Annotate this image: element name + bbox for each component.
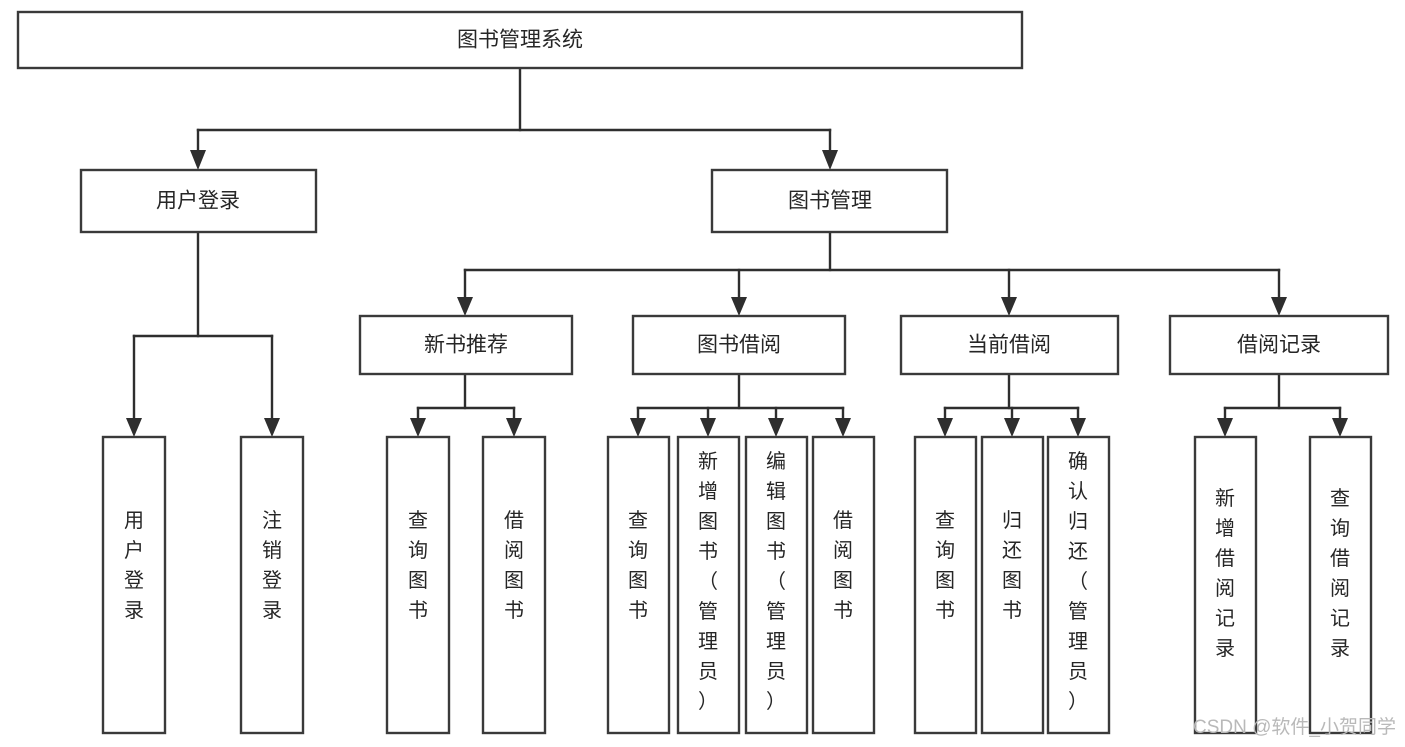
node-book-manage-label: 图书管理 (788, 190, 872, 213)
leaf-node-user-login-label: 用户登录 (124, 510, 144, 622)
leaf-node-query-book-2-box[interactable] (606, 435, 671, 735)
node-root-label: 图书管理系统 (457, 29, 583, 52)
connector-layer (126, 66, 1348, 437)
leaf-node-query-book-1-label: 查询图书 (408, 509, 428, 622)
leaf-node-add-record-label: 新增借阅记录 (1215, 487, 1235, 660)
arrow-leaf-add-book (700, 418, 716, 437)
leaf-node-user-login[interactable]: 用户登录 (101, 435, 167, 735)
leaf-node-user-logout-label: 注销登录 (262, 509, 282, 622)
leaf-node-user-login-box[interactable] (101, 435, 167, 735)
arrow-leaf-borrow-book-2 (835, 418, 851, 437)
leaf-node-borrow-book-1-box[interactable] (481, 435, 547, 735)
node-new-book-recommend-box[interactable] (358, 314, 574, 376)
node-book-manage-box[interactable] (710, 168, 949, 234)
leaf-node-borrow-book-1-label: 借阅图书 (504, 509, 524, 622)
arrow-to-book-manage (822, 150, 838, 170)
node-book-borrow-label: 图书借阅 (697, 334, 781, 357)
leaf-node-edit-book-label: 编辑图书（管理员） (766, 450, 786, 713)
node-user-login[interactable]: 用户登录 (79, 168, 318, 234)
node-user-login-box[interactable] (79, 168, 318, 234)
leaf-node-query-book-3-label: 查询图书 (935, 509, 955, 622)
node-new-book-recommend-label: 新书推荐 (424, 334, 508, 357)
node-borrow-record[interactable]: 借阅记录 (1168, 314, 1390, 376)
leaf-node-return-book[interactable]: 归还图书 (980, 435, 1045, 735)
leaf-node-borrow-book-2-label: 借阅图书 (833, 509, 853, 622)
leaf-node-return-book-box[interactable] (980, 435, 1045, 735)
arrow-borrow-record (1271, 297, 1287, 316)
node-borrow-record-box[interactable] (1168, 314, 1390, 376)
node-root-box[interactable] (16, 10, 1024, 70)
node-current-borrow-label: 当前借阅 (967, 334, 1051, 357)
node-borrow-record-label: 借阅记录 (1237, 334, 1321, 357)
leaf-node-confirm-return-label: 确认归还（管理员） (1068, 450, 1088, 713)
leaf-node-return-book-label: 归还图书 (1002, 509, 1022, 622)
leaf-node-edit-book-box[interactable] (744, 435, 809, 735)
arrow-leaf-borrow-book-1 (506, 418, 522, 437)
arrow-new-book-recommend (457, 297, 473, 316)
leaf-node-borrow-book-2-box[interactable] (811, 435, 876, 735)
arrow-leaf-query-book-2 (630, 418, 646, 437)
leaf-node-query-record-box[interactable] (1308, 435, 1373, 735)
arrow-leaf-query-record (1332, 418, 1348, 437)
leaf-node-query-book-1-box[interactable] (385, 435, 451, 735)
node-current-borrow[interactable]: 当前借阅 (899, 314, 1120, 376)
leaf-node-borrow-book-2[interactable]: 借阅图书 (811, 435, 876, 735)
leaf-node-query-record-label: 查询借阅记录 (1330, 487, 1350, 660)
node-current-borrow-box[interactable] (899, 314, 1120, 376)
leaf-node-user-logout[interactable]: 注销登录 (239, 435, 305, 735)
arrow-leaf-user-login (126, 418, 142, 437)
node-new-book-recommend[interactable]: 新书推荐 (358, 314, 574, 376)
leaf-node-query-book-2-label: 查询图书 (628, 509, 648, 622)
arrow-leaf-query-book-3 (937, 418, 953, 437)
arrow-leaf-return-book (1004, 418, 1020, 437)
leaf-node-query-record[interactable]: 查询借阅记录 (1308, 435, 1373, 735)
leaf-node-confirm-return-box[interactable] (1046, 435, 1111, 735)
arrow-leaf-query-book-1 (410, 418, 426, 437)
leaf-node-query-book-1[interactable]: 查询图书 (385, 435, 451, 735)
leaf-node-add-book-box[interactable] (676, 435, 741, 735)
leaf-node-add-record[interactable]: 新增借阅记录 (1193, 435, 1258, 735)
node-user-login-label: 用户登录 (156, 190, 240, 213)
leaf-node-user-logout-box[interactable] (239, 435, 305, 735)
arrow-leaf-confirm-return (1070, 418, 1086, 437)
leaf-node-add-book-label: 新增图书（管理员） (698, 450, 718, 713)
leaf-node-query-book-3[interactable]: 查询图书 (913, 435, 978, 735)
leaf-node-query-book-3-box[interactable] (913, 435, 978, 735)
leaf-node-borrow-book-1[interactable]: 借阅图书 (481, 435, 547, 735)
leaf-node-add-record-box[interactable] (1193, 435, 1258, 735)
node-book-borrow[interactable]: 图书借阅 (631, 314, 847, 376)
node-book-borrow-box[interactable] (631, 314, 847, 376)
leaf-node-query-book-2[interactable]: 查询图书 (606, 435, 671, 735)
arrow-current-borrow (1001, 297, 1017, 316)
arrow-leaf-user-logout (264, 418, 280, 437)
node-root[interactable]: 图书管理系统 (16, 10, 1024, 70)
arrow-to-user-login (190, 150, 206, 170)
leaf-node-add-book[interactable]: 新增图书（管理员） (676, 435, 741, 735)
leaf-node-edit-book[interactable]: 编辑图书（管理员） (744, 435, 809, 735)
arrow-leaf-add-record (1217, 418, 1233, 437)
arrow-book-borrow (731, 297, 747, 316)
leaf-node-confirm-return[interactable]: 确认归还（管理员） (1046, 435, 1111, 735)
node-book-manage[interactable]: 图书管理 (710, 168, 949, 234)
arrow-leaf-edit-book (768, 418, 784, 437)
csdn-watermark: CSDN @软件_小贺同学 (1193, 716, 1396, 738)
